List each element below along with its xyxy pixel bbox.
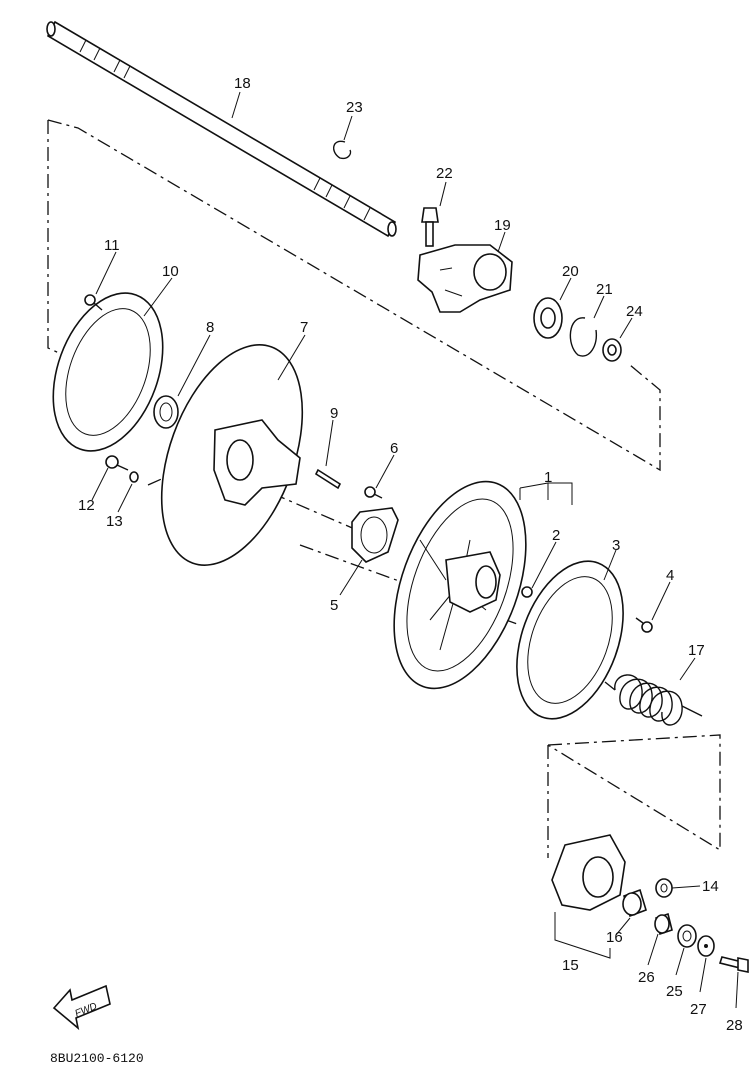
callout-16: 16 <box>606 929 623 946</box>
callout-1: 1 <box>544 469 552 486</box>
callout-22: 22 <box>436 165 453 182</box>
callout-19: 19 <box>494 217 511 234</box>
bolt-part-2 <box>521 586 533 598</box>
bracket-part-19 <box>417 244 513 313</box>
bearing-part-20 <box>533 297 563 339</box>
sheave-part-7 <box>160 344 304 566</box>
bushing-part-16 <box>622 888 647 918</box>
washer-part-27 <box>697 935 715 957</box>
diagram-code: 8BU2100-6120 <box>50 1051 144 1066</box>
callout-8: 8 <box>206 319 214 336</box>
callout-3: 3 <box>612 537 620 554</box>
plate-part-3 <box>516 560 624 720</box>
callout-10: 10 <box>162 263 179 280</box>
callout-9: 9 <box>330 405 338 422</box>
callout-11: 11 <box>104 237 120 254</box>
circlip-part-23 <box>333 140 352 160</box>
callout-labels: 1 2 3 4 5 6 7 8 9 10 11 12 13 14 15 16 1… <box>78 75 743 1034</box>
callout-27: 27 <box>690 1001 707 1018</box>
callout-14: 14 <box>702 878 719 895</box>
fwd-arrow-icon: FWD <box>52 984 111 1031</box>
cam-part-15 <box>551 834 626 911</box>
callout-23: 23 <box>346 99 363 116</box>
callout-25: 25 <box>666 983 683 1000</box>
collar-part-26 <box>654 912 673 936</box>
bolt-part-28 <box>718 956 749 973</box>
callout-13: 13 <box>106 513 123 530</box>
callout-18: 18 <box>234 75 251 92</box>
callout-20: 20 <box>562 263 579 280</box>
callout-17: 17 <box>688 642 705 659</box>
callout-15: 15 <box>562 957 579 974</box>
nut-part-14 <box>655 878 673 898</box>
washer-part-13 <box>129 471 139 483</box>
bolt-part-22 <box>421 207 439 247</box>
callout-28: 28 <box>726 1017 743 1034</box>
screw-part-6 <box>364 486 383 499</box>
callout-5: 5 <box>330 597 338 614</box>
washer-part-24 <box>602 338 622 362</box>
spring-part-17 <box>604 674 703 726</box>
flange-part-10 <box>52 292 164 452</box>
sheave-part-1 <box>393 480 527 690</box>
bushing-part-8 <box>153 395 179 429</box>
callout-12: 12 <box>78 497 95 514</box>
screw-part-4 <box>635 617 653 633</box>
pin-part-9 <box>314 468 342 490</box>
callout-6: 6 <box>390 440 398 457</box>
gasket-part-5 <box>351 507 399 563</box>
shaft-part-18 <box>46 20 397 238</box>
assembly-outline-lower <box>547 734 721 858</box>
callout-7: 7 <box>300 319 308 336</box>
callout-24: 24 <box>626 303 643 320</box>
screw-part-11 <box>84 294 103 311</box>
bolt-part-12 <box>105 455 129 471</box>
callout-26: 26 <box>638 969 655 986</box>
circlip-part-21 <box>569 317 597 357</box>
callout-4: 4 <box>666 567 674 584</box>
callout-21: 21 <box>596 281 613 298</box>
washer-part-25 <box>677 924 697 948</box>
leader-lines <box>91 91 739 1009</box>
assembly-outline-upper <box>47 119 661 472</box>
callout-2: 2 <box>552 527 560 544</box>
